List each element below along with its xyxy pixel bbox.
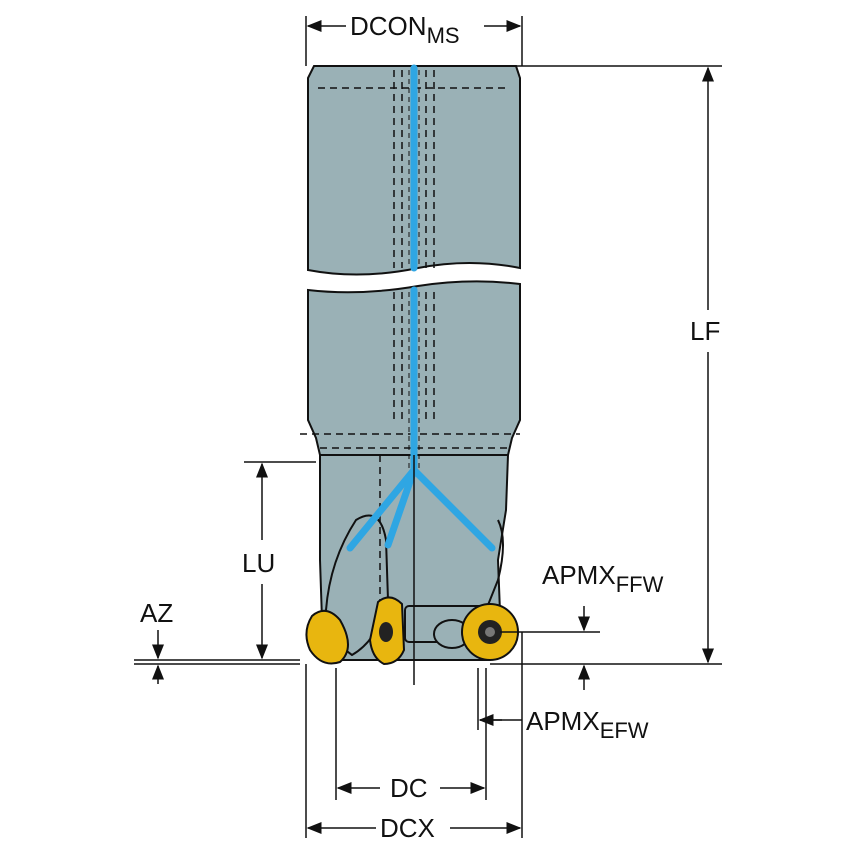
insert-right-screw [485,627,495,637]
label-az: AZ [140,598,173,628]
label-lf: LF [690,316,720,346]
coolant-channel-edges [408,70,420,468]
label-dcon: DCONMS [350,11,460,48]
label-dcx: DCX [380,813,435,843]
extension-lines [134,16,722,838]
hidden-lines [300,70,520,600]
chip-gash-left [324,514,390,657]
chip-gash-right [487,519,504,606]
label-lu: LU [242,548,275,578]
coolant-channels [346,64,496,552]
insert-left [305,609,349,665]
dimension-arrows [152,20,714,834]
insert-center-screw [379,622,393,642]
label-dc: DC [390,773,428,803]
label-apmx-ffw: APMXFFW [542,560,664,597]
label-apmx-efw: APMXEFW [526,706,649,743]
